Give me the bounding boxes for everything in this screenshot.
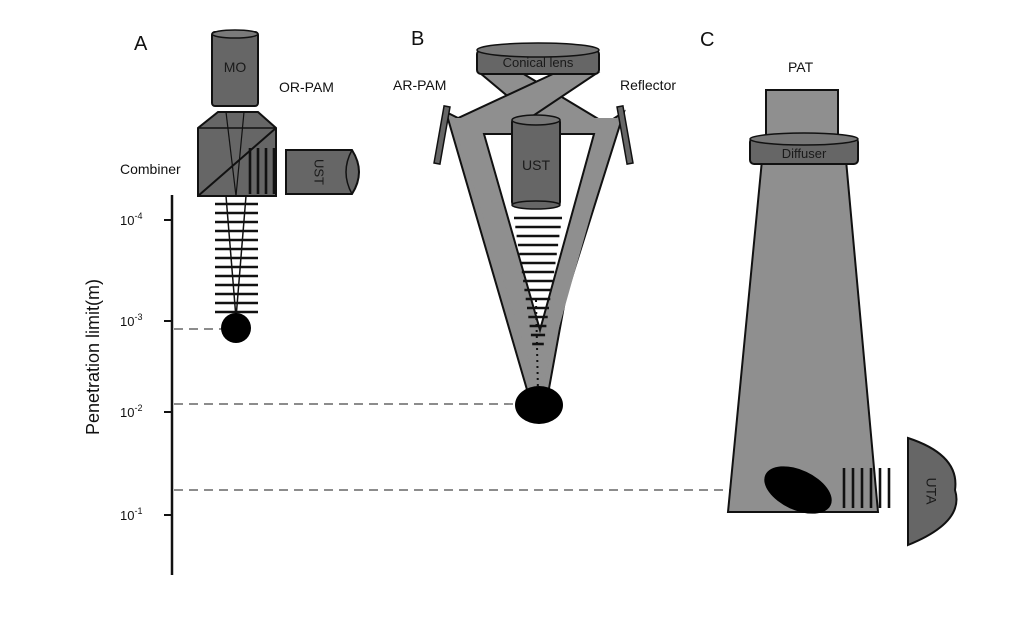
ar-pam-transducer-label: UST	[522, 157, 550, 173]
ultrasound-transducer-array: UTA	[907, 436, 958, 547]
axis-label: Penetration limit(m)	[83, 279, 103, 435]
ar-pam-title: AR-PAM	[393, 77, 446, 93]
tick-base: 10	[120, 314, 134, 329]
or-pam-transducer-label: UST	[312, 159, 327, 185]
panel-c-letter: C	[700, 29, 714, 51]
tick-base: 10	[120, 213, 134, 228]
reflector-left	[433, 105, 451, 165]
tick-base: 10	[120, 405, 134, 420]
panel-ar-pam: B AR-PAM Reflector Conical lens UST	[393, 28, 676, 424]
or-pam-acoustic-waves	[215, 202, 258, 314]
pat-acoustic-waves	[842, 468, 891, 508]
conical-lens: Conical lens	[476, 42, 600, 75]
axis-tick-label: 10-2	[120, 403, 142, 420]
tick-base: 10	[120, 508, 134, 523]
pat-beam-cone	[726, 159, 880, 513]
ar-pam-acoustic-waves	[514, 216, 562, 346]
conical-lens-label: Conical lens	[503, 55, 574, 70]
combiner-prism	[197, 111, 277, 197]
pat-title: PAT	[788, 59, 814, 75]
ar-pam-target	[515, 386, 563, 424]
or-pam-target	[221, 313, 251, 343]
combiner-label: Combiner	[120, 161, 181, 177]
uta-label: UTA	[923, 478, 939, 506]
penetration-axis: 10-410-310-210-1 Penetration limit(m)	[83, 195, 174, 575]
combiner-wave-lines	[248, 148, 276, 194]
ar-pam-transducer: UST	[511, 114, 561, 210]
tick-exponent: -1	[134, 506, 142, 516]
depth-reference-lines	[174, 328, 730, 491]
microscope-objective: MO	[211, 29, 259, 107]
diffuser-label: Diffuser	[782, 146, 827, 161]
panel-pat: C PAT Diffuser UTA	[700, 29, 958, 547]
objective-label: MO	[224, 59, 247, 75]
panel-b-letter: B	[411, 28, 424, 50]
panel-a-letter: A	[134, 33, 148, 55]
axis-ticks: 10-410-310-210-1	[120, 211, 172, 523]
axis-tick-label: 10-1	[120, 506, 142, 523]
tick-exponent: -3	[134, 312, 142, 322]
diffuser: Diffuser	[749, 132, 859, 165]
reflector-label: Reflector	[620, 77, 676, 93]
axis-tick-label: 10-3	[120, 312, 142, 329]
or-pam-transducer: UST	[285, 149, 360, 195]
pat-target	[764, 466, 832, 514]
or-pam-title: OR-PAM	[279, 79, 334, 95]
reflector-right	[616, 105, 634, 165]
axis-tick-label: 10-4	[120, 211, 142, 228]
panel-or-pam: A OR-PAM MO Combiner UST	[120, 29, 360, 343]
tick-exponent: -4	[134, 211, 142, 221]
pat-beam-top	[765, 89, 839, 141]
tick-exponent: -2	[134, 403, 142, 413]
